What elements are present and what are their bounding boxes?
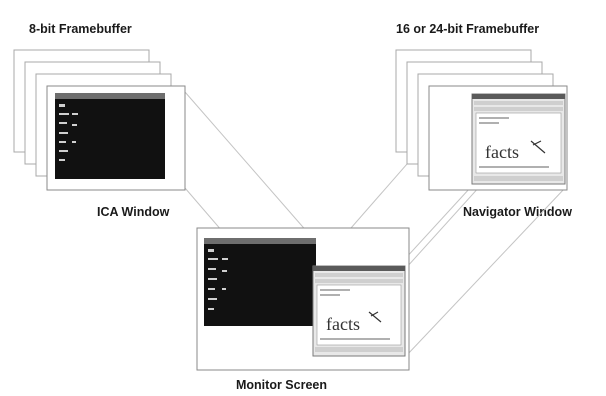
navigator-window-thumbnail: facts <box>471 93 566 185</box>
facts-logo: facts <box>485 142 519 162</box>
monitor-ica-window <box>204 238 316 326</box>
label-8bit-framebuffer: 8-bit Framebuffer <box>29 22 132 36</box>
label-16-24bit-framebuffer: 16 or 24-bit Framebuffer <box>396 22 540 36</box>
label-monitor-screen: Monitor Screen <box>236 378 327 392</box>
monitor-navigator-window: facts <box>312 265 406 357</box>
connector-line <box>405 187 566 357</box>
facts-logo: facts <box>326 314 360 334</box>
label-ica-window: ICA Window <box>97 205 170 219</box>
ica-window-thumbnail <box>55 93 165 179</box>
label-navigator-window: Navigator Window <box>463 205 572 219</box>
connector-line <box>184 91 317 243</box>
framebuffer-16-24bit-stack: facts <box>395 49 568 191</box>
framebuffer-8bit-stack <box>13 49 186 191</box>
monitor-screen: facts <box>196 227 410 371</box>
